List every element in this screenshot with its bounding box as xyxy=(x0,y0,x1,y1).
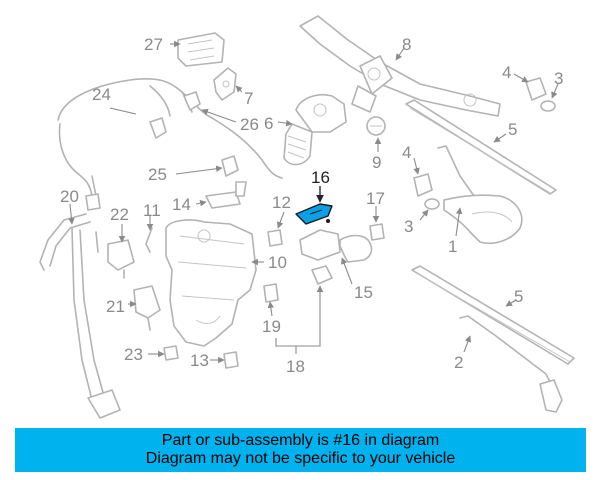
callout-26: 26 xyxy=(240,115,259,134)
callout-6: 6 xyxy=(264,114,273,133)
callout-12: 12 xyxy=(272,193,291,212)
callout-18: 18 xyxy=(286,357,305,376)
part-25-drawing xyxy=(149,117,239,177)
part-4-mid-drawing xyxy=(413,173,433,197)
part-26-drawing xyxy=(183,91,201,111)
callout-23: 23 xyxy=(124,345,143,364)
parts-diagram: 27 8 4 3 7 24 26 6 5 9 25 4 16 20 14 12 … xyxy=(39,15,575,419)
callout-8: 8 xyxy=(402,35,411,54)
callout-21: 21 xyxy=(106,297,125,316)
callout-1: 1 xyxy=(448,237,457,256)
part-4-top-drawing xyxy=(525,77,547,101)
callout-20: 20 xyxy=(60,187,79,206)
callout-7: 7 xyxy=(244,89,253,108)
part-3-mid-drawing xyxy=(424,198,440,210)
banner-line-1: Part or sub-assembly is #16 in diagram xyxy=(161,432,440,449)
callout-27: 27 xyxy=(144,35,163,54)
callout-4-mid: 4 xyxy=(402,143,411,162)
banner-line-2: Diagram may not be specific to your vehi… xyxy=(145,450,456,467)
part-5-bottom-drawing xyxy=(411,265,575,365)
part-20-drawing xyxy=(39,175,121,419)
callout-13: 13 xyxy=(190,351,209,370)
callout-5-bottom: 5 xyxy=(514,287,523,306)
callout-25: 25 xyxy=(148,165,167,184)
callout-11: 11 xyxy=(143,201,161,220)
callout-10: 10 xyxy=(268,253,287,272)
part-10-drawing xyxy=(165,219,257,347)
part-6-drawing xyxy=(283,94,347,166)
callout-22: 22 xyxy=(110,205,129,224)
part-11-drawing xyxy=(145,227,153,253)
callout-16: 16 xyxy=(311,168,330,187)
callout-9: 9 xyxy=(372,153,381,172)
part-5-top-drawing xyxy=(405,99,557,195)
callout-15: 15 xyxy=(354,283,373,302)
part-19-drawing xyxy=(263,283,279,303)
callout-3-mid: 3 xyxy=(404,217,413,236)
info-banner: Part or sub-assembly is #16 in diagram D… xyxy=(15,428,586,472)
part-23-drawing xyxy=(163,345,179,361)
part-1-drawing xyxy=(437,145,523,244)
callout-4-top: 4 xyxy=(502,63,511,82)
part-13-drawing xyxy=(223,351,239,369)
part-3-top-drawing xyxy=(540,100,556,112)
part-8-drawing xyxy=(299,15,501,117)
part-27-drawing xyxy=(177,32,225,67)
part-9-drawing xyxy=(366,116,386,136)
callout-5-top: 5 xyxy=(508,120,517,139)
callout-14: 14 xyxy=(172,195,191,214)
part-14-drawing xyxy=(205,181,247,209)
leader-lines xyxy=(68,40,559,364)
callout-24: 24 xyxy=(92,85,111,104)
part-16-drawing xyxy=(295,203,333,225)
callout-19: 19 xyxy=(262,317,281,336)
part-21-drawing xyxy=(133,285,161,331)
part-22-drawing xyxy=(107,239,135,279)
part-7-drawing xyxy=(213,67,237,101)
part-17-drawing xyxy=(369,223,385,241)
part-18-drawing xyxy=(311,265,333,285)
part-12-drawing xyxy=(267,229,283,247)
callout-labels: 27 8 4 3 7 24 26 6 5 9 25 4 16 20 14 12 … xyxy=(60,35,563,376)
callout-17: 17 xyxy=(366,189,385,208)
part-15-drawing xyxy=(299,229,373,263)
callout-2: 2 xyxy=(454,353,463,372)
callout-3-top: 3 xyxy=(554,69,563,88)
part-2-drawing xyxy=(459,315,563,413)
